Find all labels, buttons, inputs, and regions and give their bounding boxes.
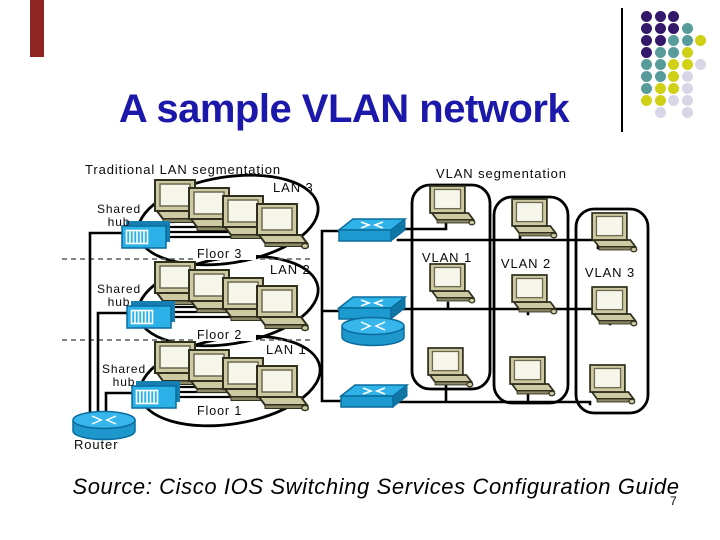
lan1-label: LAN 1 [266,342,307,357]
decorative-dot [641,11,652,22]
floor2-label-bg [194,327,256,341]
separator-line [621,8,623,132]
decorative-dot [668,71,679,82]
switch-icon [338,218,406,242]
hub2-router-line [96,311,129,419]
decorative-dot [695,59,706,70]
decorative-dot [641,23,652,34]
decorative-dot [668,11,679,22]
decorative-dot [641,35,652,46]
svg-text:hub: hub [113,375,136,389]
decorative-dot [681,107,693,118]
svg-text:Shared: Shared [102,362,146,376]
vlan1-label: VLAN 1 [422,250,472,265]
pc-icon [256,203,310,250]
left-diagram-title: Traditional LAN segmentation [85,162,281,177]
decorative-dot [681,95,693,106]
decorative-dot [695,35,706,46]
decorative-dot [681,47,693,58]
router-label: Router [74,437,118,452]
floor2-label: Floor 2 [197,328,242,342]
decorative-dot [654,59,666,70]
shared-hub-label-3: Shared hub [102,362,146,389]
svg-text:hub: hub [108,295,131,309]
source-citation: Source: Cisco IOS Switching Services Con… [72,474,680,499]
level1-links [396,222,600,250]
decorative-dot [668,83,679,94]
hub1-router-line [88,231,124,421]
switch-icon [338,296,406,320]
floor1-label: Floor 1 [197,404,242,418]
hub-icon [131,380,181,409]
decorative-dot [641,71,652,82]
right-bus-line [320,229,375,403]
page-number: 7 [670,494,677,508]
vlan2-label: VLAN 2 [501,256,551,271]
decorative-dot [681,71,693,82]
lan3-label: LAN 3 [273,180,314,195]
decorative-dot [641,59,652,70]
decorative-dot [681,35,693,46]
decorative-dots [641,11,711,136]
decorative-dot [654,35,666,46]
decorative-dot [654,47,666,58]
svg-text:Shared: Shared [97,202,141,216]
floor3-label-bg [194,246,256,260]
pc-icon [256,365,310,412]
decorative-dot [654,23,666,34]
floor3-label: Floor 3 [197,247,242,261]
vlan3-label: VLAN 3 [585,265,635,280]
svg-text:hub: hub [108,215,131,229]
router-icon [341,316,405,347]
decorative-dot [681,83,693,94]
lan2-label: LAN 2 [270,262,311,277]
decorative-dot [641,47,652,58]
decorative-dot [668,47,679,58]
decorative-dot [668,95,679,106]
pc-icon [256,285,310,332]
level3-links [398,384,592,406]
decorative-dot [668,59,679,70]
decorative-dot [641,95,652,106]
decorative-dot [654,95,666,106]
switch-icon [340,384,408,408]
right-diagram-title: VLAN segmentation [436,166,567,181]
page-title: A sample VLAN network [118,86,570,131]
shared-hub-label-1: Shared hub [97,202,141,229]
shared-hub-label-2: Shared hub [97,282,141,309]
decorative-dot [681,23,693,34]
decorative-dot [668,23,679,34]
router-icon [72,410,136,441]
level2-links [396,301,612,326]
decorative-dot [654,83,666,94]
decorative-dot [654,11,666,22]
decorative-dot [654,71,666,82]
hub-icon [126,300,176,329]
accent-bar [30,0,44,57]
decorative-dot [668,35,679,46]
decorative-dot [641,83,652,94]
decorative-dot [654,107,666,118]
hub3-router-line [104,391,134,417]
svg-text:Shared: Shared [97,282,141,296]
decorative-dot [681,59,693,70]
